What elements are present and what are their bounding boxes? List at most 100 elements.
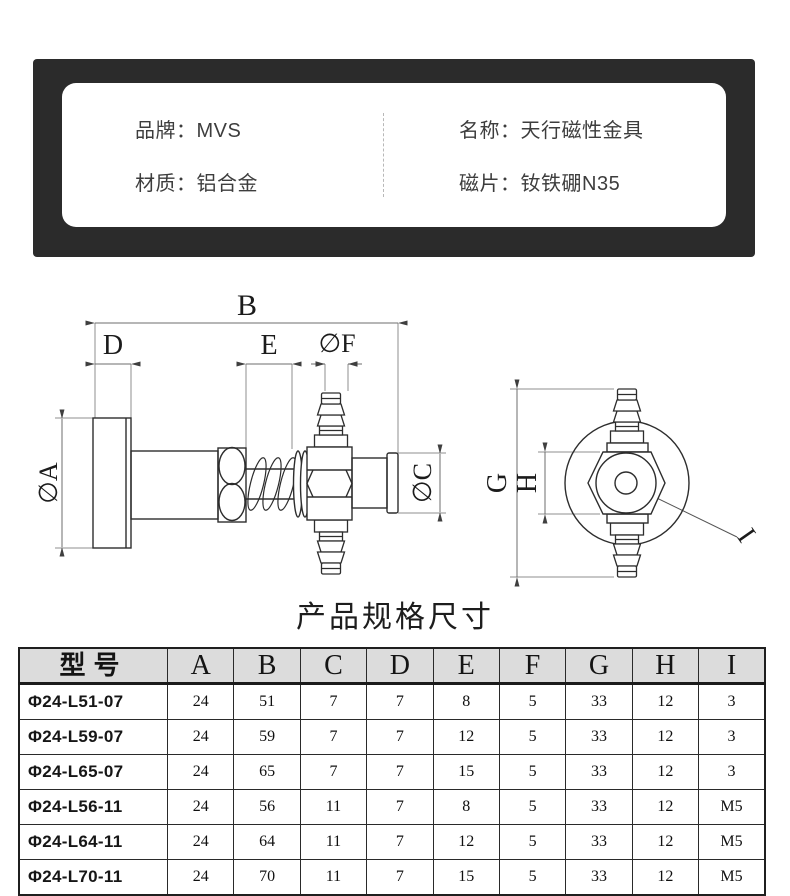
value-cell: 5 <box>498 789 567 825</box>
value-cell: 24 <box>166 789 235 825</box>
value-cell: 33 <box>565 754 633 790</box>
value-cell: 5 <box>498 859 567 896</box>
magnet-row: 磁片：钕铁硼N35 <box>459 167 644 196</box>
value-cell: 33 <box>565 859 633 896</box>
technical-drawing: B D E ∅F ∅A ∅C G H I <box>34 289 762 587</box>
section-title: 产品规格尺寸 <box>296 601 494 634</box>
value-cell: 64 <box>233 824 301 860</box>
value-cell: 24 <box>166 683 235 720</box>
value-cell: 7 <box>366 859 434 896</box>
model-cell: Φ24-L65-07 <box>18 754 168 790</box>
name-row: 名称：天行磁性金具 <box>459 114 644 143</box>
col-header-I: I <box>698 647 766 685</box>
value-cell: 7 <box>366 719 434 755</box>
dim-label-F: ∅F <box>318 329 355 358</box>
value-cell: 33 <box>565 789 633 825</box>
value-cell: 12 <box>631 859 700 896</box>
value-cell: 7 <box>366 824 434 860</box>
value-cell: 8 <box>432 683 500 720</box>
material-value: 铝合金 <box>196 173 258 195</box>
value-cell: 7 <box>366 789 434 825</box>
info-col-left: 品牌：MVS 材质：铝合金 <box>135 83 258 227</box>
value-cell: 12 <box>432 824 500 860</box>
dim-label-D: D <box>103 330 123 361</box>
value-cell: 33 <box>565 719 633 755</box>
dim-label-I: I <box>731 523 762 548</box>
value-cell: 11 <box>299 859 368 896</box>
info-card: 品牌：MVS 材质：铝合金 名称：天行磁性金具 磁片：钕铁硼N35 <box>62 83 726 227</box>
value-cell: 7 <box>299 719 368 755</box>
value-cell: 3 <box>698 719 766 755</box>
name-value: 天行磁性金具 <box>520 120 644 142</box>
value-cell: 12 <box>631 719 700 755</box>
value-cell: M5 <box>698 824 766 860</box>
spring <box>247 457 297 511</box>
value-cell: 33 <box>565 683 633 720</box>
col-header-D: D <box>366 647 434 685</box>
model-cell: Φ24-L51-07 <box>18 683 168 720</box>
value-cell: 5 <box>498 754 567 790</box>
stem <box>351 457 388 509</box>
col-header-model: 型号 <box>18 647 168 685</box>
model-cell: Φ24-L59-07 <box>18 719 168 755</box>
value-cell: 7 <box>299 683 368 720</box>
value-cell: 70 <box>233 859 301 896</box>
value-cell: M5 <box>698 859 766 896</box>
value-cell: 11 <box>299 789 368 825</box>
brand-row: 品牌：MVS <box>135 114 258 143</box>
brand-value: MVS <box>196 120 242 142</box>
value-cell: 12 <box>631 683 700 720</box>
value-cell: 56 <box>233 789 301 825</box>
value-cell: 3 <box>698 683 766 720</box>
end-cap <box>386 452 399 514</box>
value-cell: 12 <box>631 754 700 790</box>
bottom-barb-fitting <box>609 522 645 578</box>
value-cell: 7 <box>366 754 434 790</box>
value-cell: M5 <box>698 789 766 825</box>
dim-label-G: G <box>482 473 513 493</box>
value-cell: 5 <box>498 719 567 755</box>
col-header-E: E <box>432 647 500 685</box>
bottom-barb-fitting <box>313 519 349 575</box>
value-cell: 12 <box>432 719 500 755</box>
value-cell: 5 <box>498 683 567 720</box>
value-cell: 24 <box>166 824 235 860</box>
body-cylinder <box>130 450 219 520</box>
model-cell: Φ24-L70-11 <box>18 859 168 896</box>
dim-label-H: H <box>512 473 543 493</box>
side-view-drawing <box>92 392 399 575</box>
col-header-B: B <box>233 647 301 685</box>
inner-circle <box>595 452 657 514</box>
material-row: 材质：铝合金 <box>135 167 258 196</box>
value-cell: 65 <box>233 754 301 790</box>
value-cell: 24 <box>166 719 235 755</box>
top-barb-fitting <box>609 388 645 444</box>
dim-label-E: E <box>260 330 277 361</box>
info-col-right: 名称：天行磁性金具 磁片：钕铁硼N35 <box>459 83 644 227</box>
value-cell: 15 <box>432 754 500 790</box>
value-cell: 59 <box>233 719 301 755</box>
value-cell: 24 <box>166 754 235 790</box>
col-header-A: A <box>166 647 235 685</box>
center-hex-block <box>306 446 353 521</box>
value-cell: 24 <box>166 859 235 896</box>
model-cell: Φ24-L64-11 <box>18 824 168 860</box>
col-header-C: C <box>299 647 368 685</box>
value-cell: 51 <box>233 683 301 720</box>
value-cell: 12 <box>631 789 700 825</box>
dim-label-B: B <box>237 289 257 322</box>
top-barb-fitting <box>313 392 349 448</box>
center-hole <box>614 471 638 495</box>
value-cell: 12 <box>631 824 700 860</box>
col-header-G: G <box>565 647 633 685</box>
